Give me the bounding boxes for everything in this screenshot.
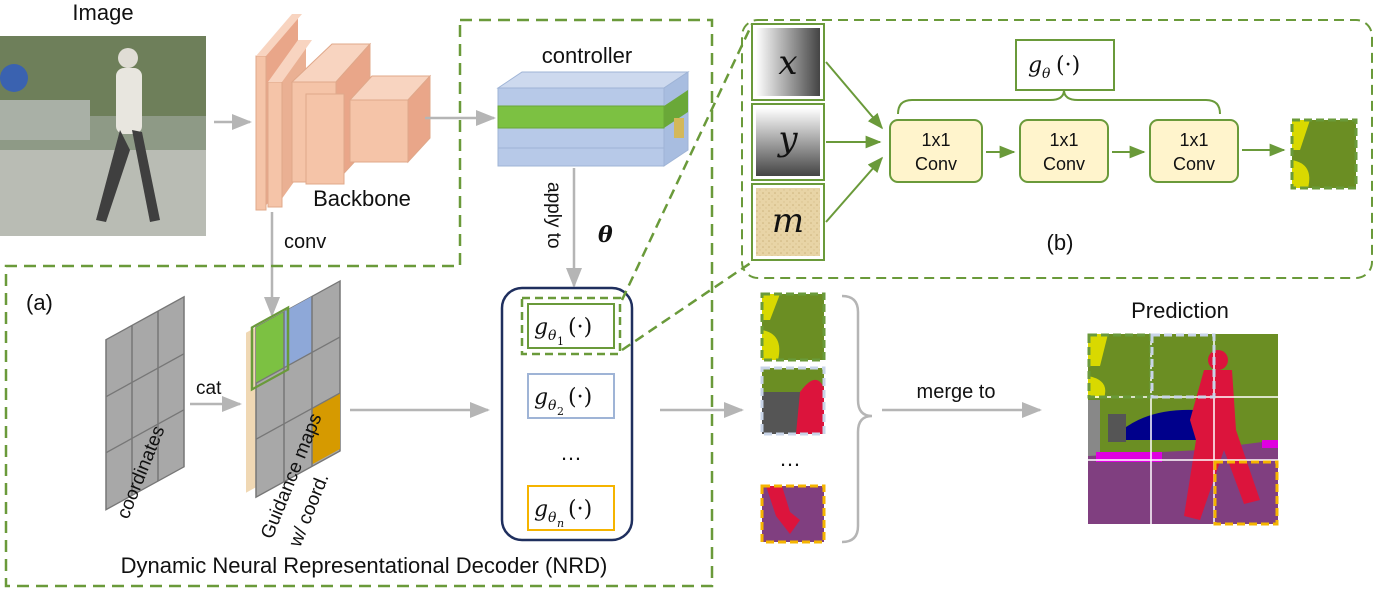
m-input-label: m — [772, 201, 804, 241]
merge-to-label: merge to — [917, 381, 996, 403]
y-input-map — [756, 108, 820, 176]
backbone-label: Backbone — [313, 186, 411, 211]
decoder-dashed-frame — [4, 18, 714, 588]
g-theta-label-sub: θ — [1042, 66, 1051, 82]
g-theta-2-sub-2: 2 — [557, 405, 564, 418]
merge-brace — [841, 294, 873, 544]
prediction-segmentation-map — [1087, 333, 1279, 526]
theta-label: θ — [598, 222, 613, 248]
prediction-label: Prediction — [1131, 298, 1229, 323]
image-label: Image — [72, 0, 133, 25]
g-theta-label-arg: (·) — [1056, 53, 1080, 78]
y-input-label: y — [776, 119, 798, 159]
conv-block-2-line2: Conv — [1043, 154, 1085, 174]
output-patch-n — [760, 484, 826, 544]
g-theta-1-dashed — [520, 296, 622, 356]
backbone-network — [255, 14, 432, 211]
output-patch-1 — [760, 292, 826, 362]
g-theta-label-g: g — [1028, 53, 1042, 78]
apply-to-label: apply to — [543, 182, 564, 249]
g-theta-2-sub-theta: θ — [548, 398, 557, 414]
g-theta-n-arg: (·) — [568, 497, 592, 522]
m-input-map — [756, 188, 820, 256]
output-patch-2 — [760, 366, 826, 436]
patches-ellipsis: … — [779, 446, 801, 471]
panel-b-label: (b) — [1047, 230, 1074, 255]
conv-block-2-line1: 1x1 — [1049, 130, 1078, 150]
input-photo — [0, 36, 206, 236]
g-theta-n-box — [527, 485, 615, 531]
cat-label: cat — [196, 378, 222, 399]
g-theta-n-g: g — [534, 497, 548, 522]
conv-block-1-line1: 1x1 — [921, 130, 950, 150]
conv-block-1-line2: Conv — [915, 154, 957, 174]
conv-label: conv — [284, 231, 326, 253]
g-theta-1-arg: (·) — [568, 315, 592, 340]
conv-brace — [897, 89, 1221, 115]
coordinates-grid — [105, 295, 185, 511]
g-theta-1-sub-1: 1 — [557, 335, 564, 348]
controller-block — [496, 71, 690, 167]
conv-block-2 — [1019, 119, 1109, 183]
g-theta-2-arg: (·) — [568, 385, 592, 410]
conv-block-1 — [889, 119, 983, 183]
g-theta-n-sub-n: n — [557, 517, 564, 530]
conv-block-3 — [1149, 119, 1239, 183]
g-theta-1-box — [527, 303, 615, 349]
guidance-maps — [246, 279, 341, 499]
panel-a-label: (a) — [26, 290, 53, 315]
g-theta-1-sub-theta: θ — [548, 328, 557, 344]
g-theta-2-g: g — [534, 385, 548, 410]
decoder-title: Dynamic Neural Representational Decoder … — [121, 553, 608, 578]
x-input-map — [756, 28, 820, 96]
controller-label: controller — [542, 43, 632, 68]
g-theta-1-g: g — [534, 315, 548, 340]
conv-block-3-line1: 1x1 — [1179, 130, 1208, 150]
x-input-label: x — [778, 43, 797, 83]
panel-b-output-patch — [1290, 118, 1358, 190]
decoder-ellipsis: … — [560, 440, 582, 465]
g-theta-2-box — [527, 373, 615, 419]
g-theta-n-sub-theta: θ — [548, 510, 557, 526]
panel-b-frame — [741, 19, 1373, 279]
conv-block-3-line2: Conv — [1173, 154, 1215, 174]
